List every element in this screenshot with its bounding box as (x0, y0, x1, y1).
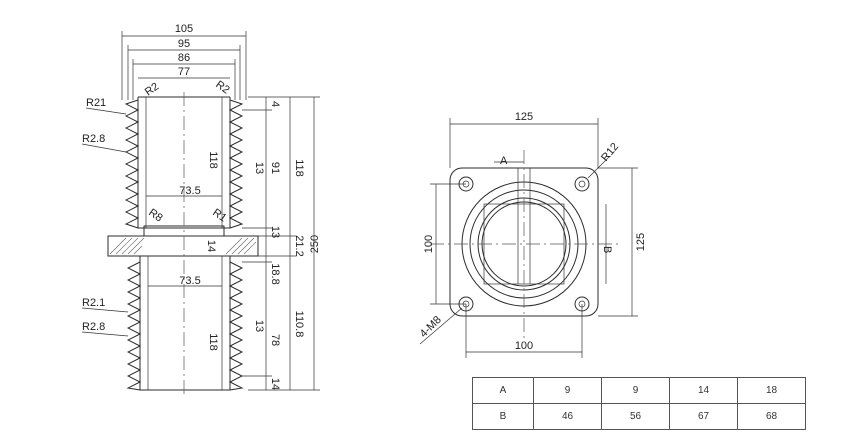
dim-small-7: 14 (269, 378, 281, 390)
flange-hatch-right (225, 237, 257, 255)
dim-small-2: 13 (253, 162, 265, 174)
inner-dim-2: 14 (205, 240, 217, 252)
dim-top-3: 77 (178, 66, 190, 78)
lower-bore-outline (139, 255, 231, 391)
table-cell: 14 (669, 377, 738, 404)
upper-right-ribs (228, 99, 244, 229)
radius-label-5: R2 (213, 79, 231, 97)
dim-small-3: 13 (269, 226, 281, 238)
flange-dimensions: 125 125 100 100 R12 4-M8 A B (418, 111, 647, 358)
row-header-b: B (472, 403, 534, 430)
dim-small-6: 13 (253, 320, 265, 332)
lower-left-ribs (126, 261, 142, 391)
table-cell: 46 (533, 403, 602, 430)
inner-dim-4: 118 (207, 333, 219, 351)
flange-hatch-left (109, 237, 145, 255)
table-row: B 46 56 67 68 (472, 403, 806, 430)
dim-small-1: 91 (269, 162, 281, 174)
side-section-view (107, 92, 259, 395)
flange-height-right: 125 (635, 233, 647, 251)
table-cell: 9 (601, 377, 670, 404)
dim-mid-2: 110.8 (293, 311, 305, 338)
dim-total-height: 250 (309, 235, 321, 253)
dim-small-4: 18.8 (269, 263, 281, 284)
flange-top-view (430, 150, 620, 340)
dim-mid-0: 118 (293, 159, 305, 177)
spec-table: A 9 9 14 18 B 46 56 67 68 (472, 377, 806, 430)
table-cell: 56 (601, 403, 670, 430)
table-cell: 68 (737, 403, 806, 430)
radius-label-1: R2.8 (82, 133, 105, 145)
flange-width-bottom: 100 (515, 340, 533, 352)
dim-mid-1: 21.2 (293, 235, 305, 256)
row-header-a: A (472, 377, 534, 404)
radius-labels: R21 R2.8 R2.1 R2.8 R2 R2 R8 R1 (81, 79, 232, 337)
dim-top-2: 86 (178, 52, 190, 64)
dim-small-5: 78 (269, 334, 281, 346)
radius-label-7: R1 (210, 207, 228, 225)
upper-left-ribs (124, 99, 140, 229)
upper-bore-outline (137, 97, 231, 229)
inner-dim-0: 118 (207, 151, 219, 169)
dim-top-1: 95 (178, 38, 190, 50)
section-b-label: B (601, 246, 613, 253)
radius-label-6: R8 (146, 207, 164, 225)
corner-radius-label: R12 (599, 141, 621, 164)
radius-label-2: R2.1 (82, 297, 105, 309)
table-cell: 67 (669, 403, 738, 430)
radius-label-4: R2 (143, 81, 161, 99)
middle-flange (107, 235, 259, 257)
inner-dim-3: 73.5 (179, 275, 200, 287)
dim-small-0: 4 (269, 101, 281, 107)
inner-dimensions: 118 73.5 14 73.5 118 (179, 151, 219, 351)
flange-height-left: 100 (423, 235, 435, 253)
radius-label-0: R21 (86, 97, 106, 109)
right-vertical-dimensions: 250 118 21.2 110.8 4 91 13 13 18.8 78 13… (242, 96, 321, 391)
top-width-dimensions: 105 95 86 77 (121, 23, 247, 100)
flange-width-top: 125 (515, 111, 533, 123)
dim-top-0: 105 (175, 23, 193, 35)
table-row: A 9 9 14 18 (472, 377, 806, 404)
table-cell: 18 (737, 377, 806, 404)
lower-right-ribs (228, 261, 244, 391)
radius-label-3: R2.8 (82, 321, 105, 333)
section-a-label: A (500, 155, 508, 167)
table-cell: 9 (533, 377, 602, 404)
inner-dim-1: 73.5 (179, 185, 200, 197)
